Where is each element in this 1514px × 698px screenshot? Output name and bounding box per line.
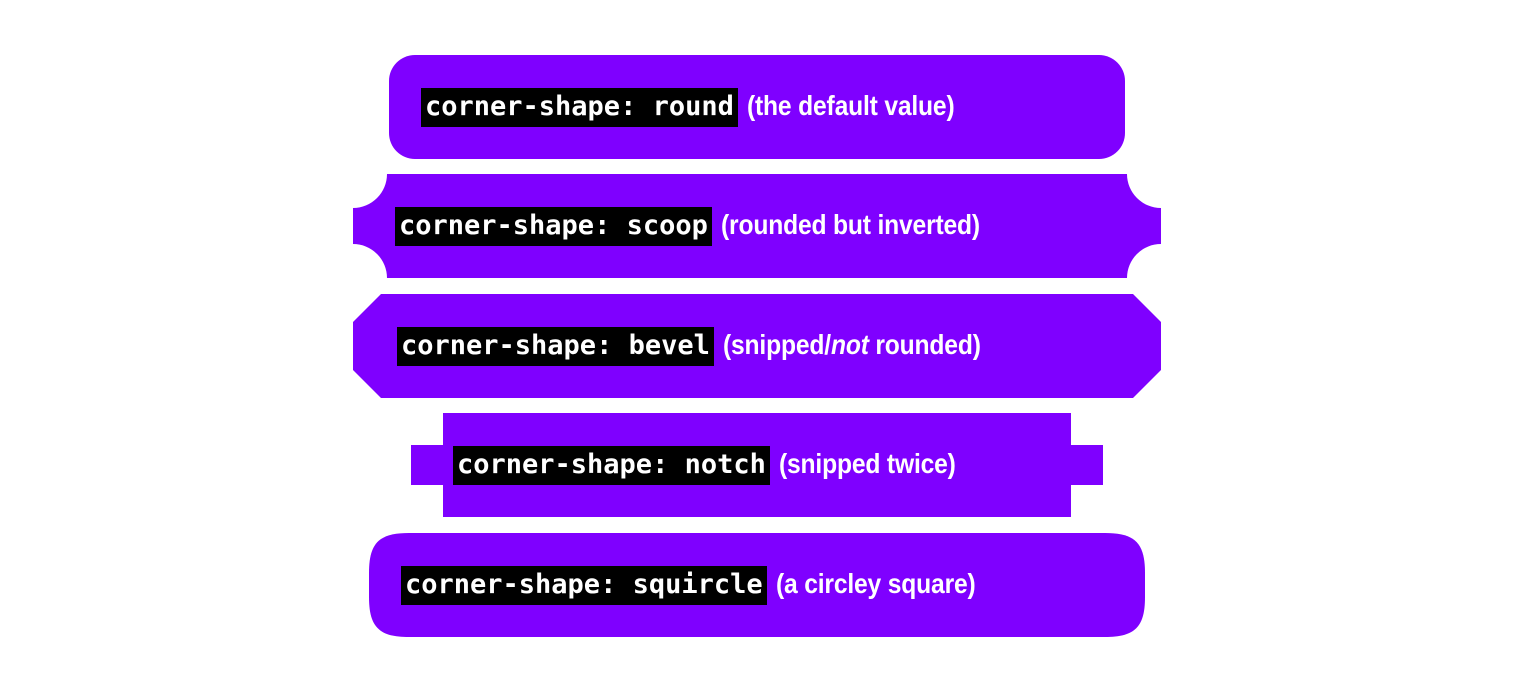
shape-scoop: corner-shape: scoop (rounded but inverte…: [353, 174, 1161, 278]
shape-body-bevel: [353, 294, 1161, 398]
shape-body-round: [389, 55, 1125, 159]
shape-bevel: corner-shape: bevel (snipped/not rounded…: [353, 294, 1161, 398]
shape-round: corner-shape: round (the default value): [389, 55, 1125, 159]
shape-body-notch: [411, 413, 1103, 517]
demo-row-bevel: corner-shape: bevel (snipped/not rounded…: [0, 294, 1514, 398]
shape-squircle: corner-shape: squircle (a circley square…: [369, 533, 1145, 637]
demo-row-squircle: corner-shape: squircle (a circley square…: [0, 533, 1514, 637]
demo-row-round: corner-shape: round (the default value): [0, 55, 1514, 159]
shape-body-scoop: [353, 174, 1161, 278]
shape-notch: corner-shape: notch (snipped twice): [411, 413, 1103, 517]
shape-body-squircle: [369, 533, 1145, 637]
demo-row-scoop: corner-shape: scoop (rounded but inverte…: [0, 174, 1514, 278]
demo-row-notch: corner-shape: notch (snipped twice): [0, 413, 1514, 517]
